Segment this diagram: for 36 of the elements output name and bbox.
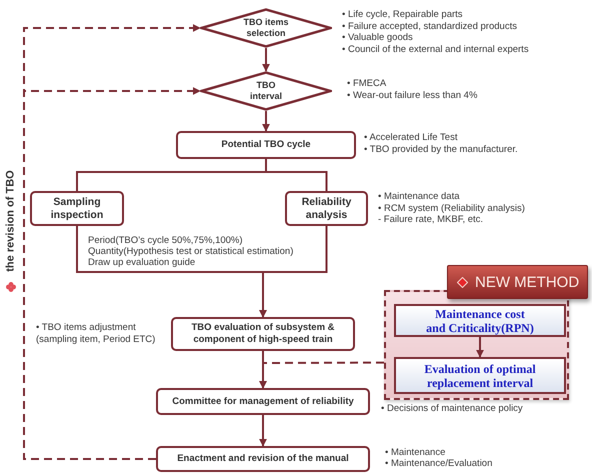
- dashed-arrow: [259, 362, 384, 389]
- process-box: TBO evaluation of subsystem & component of high-speed train: [171, 317, 355, 351]
- bullet-text: • Decisions of maintenance policy: [381, 403, 523, 414]
- arrow: [259, 226, 328, 318]
- bullet-text: • Maintenance: [385, 448, 446, 458]
- bullet-text: • FMECA: [347, 78, 388, 90]
- bullet-text: • Wear-out failure less than 4%: [347, 90, 478, 102]
- process-box: Sampling inspection: [30, 191, 124, 226]
- bullet-text: • Maintenance data: [378, 191, 460, 202]
- bullet-text: • Life cycle, Repairable parts: [342, 9, 464, 21]
- bullet-text: • Maintenance/Evaluation: [385, 458, 492, 469]
- bullet-text: Period(TBO’s cycle 50%,75%,100%): [88, 235, 244, 246]
- bullet-text: • Council of the external and internal experts: [342, 44, 529, 56]
- bullet-text: • RCM system (Reliability analysis): [378, 202, 525, 214]
- decision-diamond: TBO interval: [200, 71, 332, 111]
- arrow: [259, 415, 267, 447]
- arrow: [262, 111, 270, 132]
- bullet-text: - Failure rate, MKBF, etc.: [378, 214, 484, 226]
- note-text: • TBO items adjustment (sampling item, Period ETC): [36, 322, 156, 346]
- arrow: [262, 48, 270, 72]
- vertical-label: the revision of TBO: [6, 170, 16, 272]
- bullet-text: Draw up evaluation guide: [88, 257, 196, 268]
- bullet-text: • TBO provided by the manufacturer.: [364, 144, 518, 156]
- bullet-text: • Accelerated Life Test: [364, 132, 458, 144]
- method-box: Maintenance cost and Criticality(RPN): [394, 304, 566, 337]
- process-box: Reliability analysis: [285, 191, 368, 226]
- tab-title: NEW METHOD: [475, 274, 580, 290]
- bullet-text: • Failure accepted, standardized products: [342, 20, 518, 32]
- process-box: Potential TBO cycle: [176, 131, 356, 159]
- decision-diamond: TBO items selection: [200, 8, 332, 48]
- arrow: [476, 337, 484, 358]
- method-box: Evaluation of optimal replacement interval: [394, 357, 566, 394]
- bullet-text: • Valuable goods: [342, 32, 414, 44]
- bullet-text: Quantity(Hypothesis test or statistical estimation): [88, 246, 294, 257]
- process-box: Committee for management of reliability: [156, 388, 370, 415]
- process-box: Enactment and revision of the manual: [156, 446, 370, 472]
